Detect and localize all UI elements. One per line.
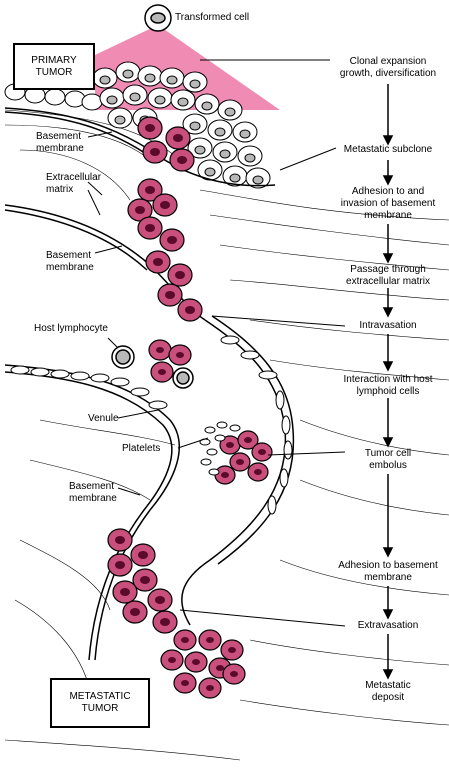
right-leader-lines — [179, 59, 346, 627]
step-clonal-expansion-l2: growth, diversification — [339, 68, 437, 79]
step-metastatic-deposit-l2: deposit — [371, 692, 405, 703]
step-clonal-expansion: Clonal expansion growth, diversification — [328, 56, 448, 80]
step-metastatic-subclone-l1: Metastatic subclone — [343, 144, 433, 155]
step-adhesion-invasion: Adhesion to and invasion of basement mem… — [328, 186, 448, 222]
basement-membranes — [4, 107, 295, 661]
transformed-cell — [144, 4, 172, 32]
metastatic-tumor-label-l2: TUMOR — [81, 703, 119, 714]
step-tumor-embolus-l2: embolus — [369, 460, 407, 471]
basement-membrane-label-2a: Basement — [46, 250, 92, 261]
step-adhesion-membrane-l1: Adhesion to basement — [338, 560, 438, 571]
step-host-interaction-l2: lymphoid cells — [356, 386, 420, 397]
basement-membrane-label-1a: Basement — [36, 131, 82, 142]
primary-tumor-cells — [92, 61, 271, 189]
basement-membrane-label-3a: Basement — [69, 481, 115, 492]
basement-membrane-label-1b: membrane — [36, 143, 84, 154]
left-leader-lines — [87, 131, 209, 496]
transformed-cell-label: Transformed cell — [175, 12, 250, 23]
platelets-label: Platelets — [122, 443, 161, 454]
stroma-fibers — [4, 109, 449, 761]
step-adhesion-membrane: Adhesion to basement membrane — [328, 560, 448, 584]
step-clonal-expansion-l1: Clonal expansion — [349, 56, 427, 67]
step-passage-matrix-l2: extracellular matrix — [346, 276, 430, 287]
lymphocytes — [111, 345, 194, 389]
step-host-interaction: Interaction with host lymphoid cells — [328, 374, 448, 398]
step-intravasation-l1: Intravasation — [359, 320, 417, 331]
tumor-nuclei — [115, 124, 266, 691]
step-tumor-embolus: Tumor cell embolus — [328, 448, 448, 472]
primary-tumor-label-l2: TUMOR — [35, 66, 73, 78]
primary-tumor-label-l1: PRIMARY — [31, 54, 77, 66]
extracellular-matrix-label-a: Extracellular — [46, 172, 102, 183]
step-adhesion-invasion-l3: membrane — [364, 210, 412, 221]
step-host-interaction-l1: Interaction with host — [343, 374, 433, 385]
extracellular-matrix-label-b: matrix — [46, 184, 74, 195]
step-extravasation-l1: Extravasation — [357, 620, 419, 631]
basement-membrane-label-3b: membrane — [69, 493, 117, 504]
endothelial-cells — [10, 335, 293, 515]
step-passage-matrix-l1: Passage through — [350, 264, 426, 275]
step-adhesion-invasion-l1: Adhesion to and — [351, 186, 425, 197]
basement-membrane-label-2b: membrane — [46, 262, 94, 273]
step-adhesion-membrane-l2: membrane — [364, 572, 412, 583]
platelet-cluster — [199, 421, 241, 476]
step-metastatic-subclone: Metastatic subclone — [328, 144, 448, 156]
step-passage-matrix: Passage through extracellular matrix — [328, 264, 448, 288]
primary-tumor-box: PRIMARY TUMOR — [13, 43, 95, 90]
step-extravasation: Extravasation — [328, 620, 448, 632]
step-intravasation: Intravasation — [328, 320, 448, 332]
venule-label: Venule — [88, 413, 119, 424]
step-tumor-embolus-l1: Tumor cell — [364, 448, 412, 459]
metastatic-tumor-box: METASTATIC TUMOR — [50, 678, 150, 728]
flow-arrows — [382, 84, 394, 680]
step-adhesion-invasion-l2: invasion of basement — [340, 198, 436, 209]
step-metastatic-deposit-l1: Metastatic — [365, 680, 411, 691]
metastatic-tumor-label-l1: METASTATIC — [69, 691, 131, 702]
step-metastatic-deposit: Metastatic deposit — [328, 680, 448, 704]
host-lymphocyte-label: Host lymphocyte — [34, 323, 108, 334]
